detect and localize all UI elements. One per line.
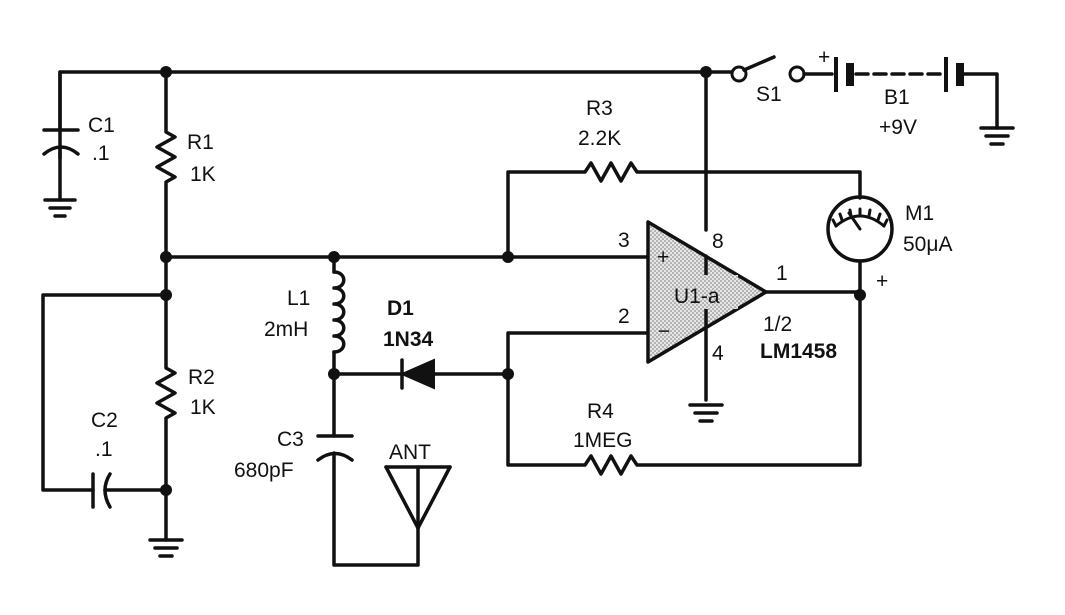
switch-s1: S1 <box>730 55 834 106</box>
pin-1-label: 1 <box>776 262 788 285</box>
pin-2-label: 2 <box>618 305 630 328</box>
d1-ref-label: D1 <box>387 297 414 320</box>
diode-d1: D1 1N34 <box>332 297 510 390</box>
opamp-ref-label: U1-a <box>674 285 720 308</box>
b1-value-label: +9V <box>879 116 917 139</box>
b1-ref-label: B1 <box>884 86 910 109</box>
r3-ref-label: R3 <box>586 97 613 120</box>
s1-ref-label: S1 <box>756 83 782 106</box>
capacitor-c3: C3 680pF <box>234 428 420 567</box>
r2-ref-label: R2 <box>188 366 215 389</box>
meter-m1: M1 50μA + <box>826 195 952 294</box>
c1-value-label: .1 <box>92 142 110 165</box>
capacitor-c1: C1 .1 <box>42 70 115 218</box>
opamp-minus-sign: − <box>658 320 670 343</box>
l1-value-label: 2mH <box>264 318 308 341</box>
ground-icon <box>979 126 1015 146</box>
c1-ref-label: C1 <box>88 114 115 137</box>
b1-plus-label: + <box>818 46 830 69</box>
ground-icon <box>688 403 724 423</box>
r1-value-label: 1K <box>190 163 216 186</box>
r2-value-label: 1K <box>190 396 216 419</box>
opamp-fraction-label: 1/2 <box>763 313 792 336</box>
ground-icon <box>43 198 77 218</box>
pin-3-label: 3 <box>618 229 630 252</box>
antenna-icon: ANT <box>384 441 452 530</box>
opamp-plus-sign: + <box>657 246 669 269</box>
m1-ref-label: M1 <box>905 202 934 225</box>
r4-ref-label: R4 <box>587 400 614 423</box>
ground-icon <box>148 538 184 558</box>
capacitor-c2: C2 .1 <box>41 293 184 558</box>
c2-value-label: .1 <box>95 438 113 461</box>
c3-ref-label: C3 <box>277 428 304 451</box>
m1-value-label: 50μA <box>903 233 952 256</box>
pin-4-label: 4 <box>712 342 724 365</box>
resistor-r1: R1 1K <box>155 70 216 259</box>
pin-8-label: 8 <box>712 230 724 253</box>
opamp-part-label: LM1458 <box>760 340 837 363</box>
opamp-u1a: + − U1-a 3 2 8 4 1 1/2 LM1458 <box>618 220 862 423</box>
r3-value-label: 2.2K <box>578 127 621 150</box>
ant-label: ANT <box>389 441 431 464</box>
battery-b1: + B1 +9V <box>818 46 1015 146</box>
inductor-l1: L1 2mH <box>264 255 346 438</box>
c3-value-label: 680pF <box>234 459 294 482</box>
m1-plus-label: + <box>876 270 888 293</box>
resistor-r3: R3 2.2K <box>506 97 862 259</box>
junction-dots <box>160 66 866 496</box>
l1-ref-label: L1 <box>287 287 310 310</box>
r1-ref-label: R1 <box>187 131 214 154</box>
r4-value-label: 1MEG <box>573 429 633 452</box>
resistor-r2: R2 1K <box>155 255 216 492</box>
c2-ref-label: C2 <box>91 409 118 432</box>
d1-value-label: 1N34 <box>383 328 434 351</box>
